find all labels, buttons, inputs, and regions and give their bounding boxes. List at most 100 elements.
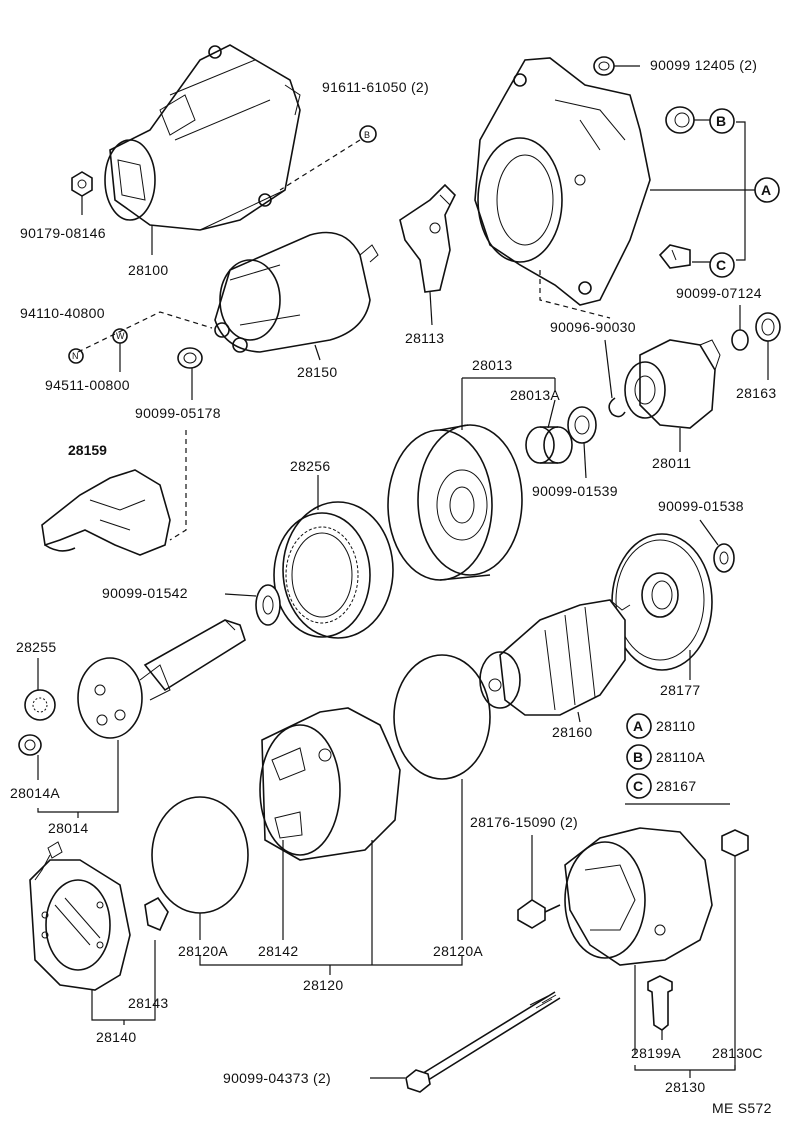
label-90099-01542: 90099-01542 bbox=[102, 585, 188, 601]
gear-28255 bbox=[24, 689, 56, 721]
washer-90099-01539 bbox=[567, 406, 597, 444]
shaft-28014 bbox=[77, 619, 246, 739]
callout-A: A bbox=[761, 182, 771, 198]
part-28199A bbox=[647, 975, 673, 1031]
bracket-28013 bbox=[462, 377, 556, 392]
leader-28159 bbox=[169, 430, 187, 541]
label-28014: 28014 bbox=[48, 820, 88, 836]
leader-housing bbox=[539, 270, 611, 319]
legend-A-mark: A bbox=[633, 718, 643, 734]
label-28130: 28130 bbox=[665, 1079, 705, 1095]
label-28014A: 28014A bbox=[10, 785, 60, 801]
bolt-B-marker bbox=[359, 125, 377, 143]
label-90099-07124: 90099-07124 bbox=[676, 285, 762, 301]
nut-N-label: N bbox=[72, 351, 79, 361]
label-28176-15090: 28176-15090 (2) bbox=[470, 814, 578, 830]
leader-28160 bbox=[577, 711, 581, 723]
callout-B: B bbox=[716, 113, 726, 129]
leader-90099-01539 bbox=[583, 442, 587, 479]
label-28120: 28120 bbox=[303, 977, 343, 993]
label-91611-61050: 91611-61050 (2) bbox=[322, 79, 429, 95]
legend-C-part: 28167 bbox=[656, 778, 696, 794]
fitting-90099-05178 bbox=[177, 347, 203, 369]
bushing-28013A bbox=[525, 426, 573, 464]
lever-28113 bbox=[399, 183, 456, 293]
label-28130C: 28130C bbox=[712, 1045, 763, 1061]
legend-A-circle bbox=[626, 713, 652, 739]
label-28013A: 28013A bbox=[510, 387, 560, 403]
label-28177: 28177 bbox=[660, 682, 700, 698]
nut-N-marker bbox=[68, 348, 84, 364]
bushing-28014A bbox=[18, 734, 42, 756]
label-90099-01538: 90099-01538 bbox=[658, 498, 744, 514]
seal-28120A-left bbox=[151, 796, 249, 914]
label-28199A: 28199A bbox=[631, 1045, 681, 1061]
legend: A 28110 B 28110A C 28167 bbox=[625, 713, 730, 805]
label-28256: 28256 bbox=[290, 458, 330, 474]
seal-28120A-right bbox=[393, 654, 491, 780]
label-90099-12405: 90099 12405 (2) bbox=[650, 57, 757, 73]
leader-28113 bbox=[429, 291, 433, 326]
label-94511-00800: 94511-00800 bbox=[45, 377, 130, 393]
bracket-A-B-C bbox=[736, 121, 746, 261]
housing-28110 bbox=[474, 57, 651, 306]
part-labels: 91611-61050 (2) 90099 12405 (2) 90179-08… bbox=[10, 57, 776, 1116]
clutch-28011 bbox=[624, 339, 721, 429]
bolt-28176-15090 bbox=[517, 899, 561, 929]
starter-assembly-28100 bbox=[104, 44, 301, 231]
bushing-28110A bbox=[665, 106, 695, 134]
legend-C-circle bbox=[626, 773, 652, 799]
label-28120A-left: 28120A bbox=[178, 943, 228, 959]
through-bolt-90099-04373 bbox=[405, 991, 561, 1093]
label-28255: 28255 bbox=[16, 639, 56, 655]
label-28140: 28140 bbox=[96, 1029, 136, 1045]
label-28160: 28160 bbox=[552, 724, 592, 740]
snap-ring-90099-07124 bbox=[731, 329, 749, 351]
leader-90096 bbox=[604, 339, 613, 399]
washer-W-label: W bbox=[116, 331, 125, 341]
bracket-28130 bbox=[634, 1065, 736, 1071]
label-28100: 28100 bbox=[128, 262, 168, 278]
callout-C-circle bbox=[709, 252, 735, 278]
callout-A-circle bbox=[754, 177, 780, 203]
legend-B-mark: B bbox=[633, 749, 643, 765]
washer-90099-01542 bbox=[255, 584, 281, 626]
label-90179-08146: 90179-08146 bbox=[20, 225, 106, 241]
diagram-ref-code: ME S572 bbox=[712, 1100, 772, 1116]
end-frame-28130 bbox=[564, 827, 713, 966]
legend-A-part: 28110 bbox=[656, 718, 695, 734]
leader-90099-01538 bbox=[699, 519, 719, 546]
nut-90179-08146 bbox=[71, 171, 93, 197]
legend-B-circle bbox=[626, 744, 652, 770]
spring-28143 bbox=[144, 896, 169, 932]
brush-holder-28140 bbox=[29, 841, 131, 991]
bolt-B-label: B bbox=[364, 130, 370, 140]
leader-28013A bbox=[547, 399, 556, 429]
label-28120A-right: 28120A bbox=[433, 943, 483, 959]
washer-90099-01538 bbox=[713, 543, 735, 573]
label-90099-01539: 90099-01539 bbox=[532, 483, 618, 499]
callout-C: C bbox=[716, 257, 726, 273]
plate-28177 bbox=[611, 533, 713, 671]
ring-28163 bbox=[755, 312, 781, 342]
label-90096-90030: 90096-90030 bbox=[550, 319, 636, 335]
label-28113: 28113 bbox=[405, 330, 444, 346]
plug-28130C bbox=[721, 829, 749, 857]
callout-B-circle bbox=[709, 108, 735, 134]
armature-28160 bbox=[479, 599, 631, 716]
leader-nut-washer bbox=[77, 311, 213, 353]
legend-B-part: 28110A bbox=[656, 749, 705, 765]
ring-gear-28256 bbox=[273, 501, 394, 639]
label-28163: 28163 bbox=[736, 385, 776, 401]
yoke-28120 bbox=[259, 707, 401, 861]
bracket-28120 bbox=[199, 955, 463, 966]
leader-28100-bolt bbox=[279, 139, 361, 191]
leader-28150 bbox=[314, 344, 321, 361]
drum-28013 bbox=[387, 424, 523, 581]
solenoid-28150 bbox=[214, 231, 379, 353]
clip-28167 bbox=[658, 244, 691, 269]
cover-28159 bbox=[41, 469, 171, 556]
label-28013: 28013 bbox=[472, 357, 512, 373]
label-90099-04373: 90099-04373 (2) bbox=[223, 1070, 331, 1086]
